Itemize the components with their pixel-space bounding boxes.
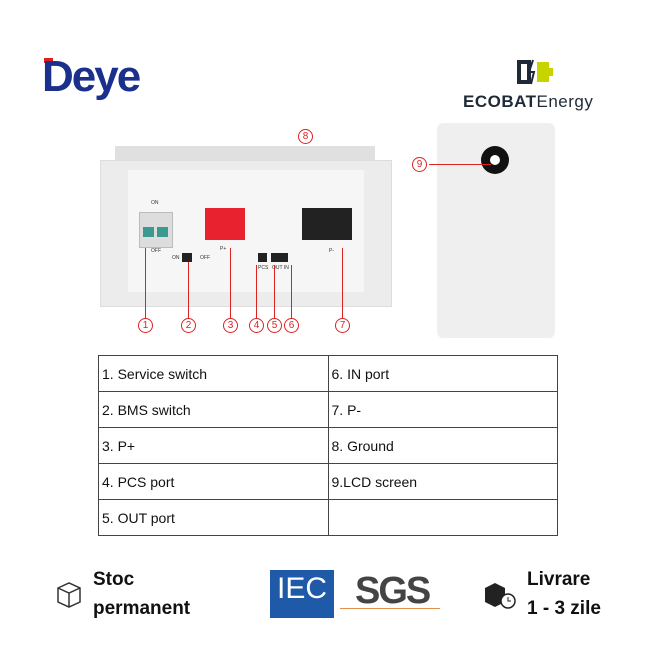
marker-line	[256, 265, 257, 318]
bms-on-label: ON	[172, 255, 180, 261]
p-minus-label: P-	[329, 248, 334, 254]
bms-switch	[182, 253, 192, 262]
table-cell: 6. IN port	[327, 355, 558, 392]
ecobat-logo: ECOBATEnergy	[463, 92, 593, 112]
pcs-port	[258, 253, 267, 262]
pcs-label: PCS	[258, 265, 269, 271]
stock-feature: Stoc permanent	[93, 565, 190, 623]
marker-line	[429, 164, 491, 165]
table-cell: 1. Service switch	[98, 355, 329, 392]
ecobat-battery-icon	[517, 59, 553, 85]
switch-off-label: OFF	[151, 248, 161, 254]
stock-line1: Stoc	[93, 569, 135, 590]
table-cell	[327, 499, 558, 536]
delivery-line2: 1 - 3 zile	[527, 598, 601, 619]
negative-terminal	[302, 208, 352, 240]
stock-line2: permanent	[93, 598, 191, 619]
table-cell: 9.LCD screen	[327, 463, 558, 500]
table-row: 3. P+8. Ground	[98, 427, 558, 464]
marker-3: 3	[223, 318, 238, 333]
table-cell: 2. BMS switch	[98, 391, 329, 428]
ecobat-logo-bold: ECOBAT	[463, 92, 537, 111]
service-switch	[139, 212, 173, 248]
box-icon	[57, 582, 81, 608]
marker-4: 4	[249, 318, 264, 333]
delivery-box-clock-icon	[485, 583, 516, 609]
bms-off-label: OFF	[200, 255, 210, 261]
marker-8: 8	[298, 129, 313, 144]
table-row: 5. OUT port	[98, 499, 558, 536]
marker-line	[230, 248, 231, 318]
delivery-line1: Livrare	[527, 569, 591, 590]
delivery-feature: Livrare 1 - 3 zile	[527, 565, 601, 623]
marker-line	[188, 262, 189, 318]
marker-line	[274, 265, 275, 318]
marker-line	[291, 265, 292, 318]
sgs-logo: SGS	[355, 570, 431, 612]
ecobat-logo-light: Energy	[536, 92, 594, 111]
marker-6: 6	[284, 318, 299, 333]
deye-logo: Deye	[42, 52, 141, 101]
device-top-bar	[115, 146, 375, 162]
positive-terminal	[205, 208, 245, 240]
table-cell: 4. PCS port	[98, 463, 329, 500]
p-plus-label: P+	[220, 246, 227, 252]
marker-line	[145, 248, 146, 318]
marker-line	[342, 248, 343, 318]
out-in-port	[271, 253, 288, 262]
table-cell: 7. P-	[327, 391, 558, 428]
marker-2: 2	[181, 318, 196, 333]
table-cell: 8. Ground	[327, 427, 558, 464]
iec-logo: IEC	[270, 570, 334, 618]
lcd-center	[490, 155, 500, 165]
marker-1: 1	[138, 318, 153, 333]
table-cell: 5. OUT port	[98, 499, 329, 536]
deye-logo-accent	[44, 58, 53, 63]
marker-5: 5	[267, 318, 282, 333]
marker-9: 9	[412, 157, 427, 172]
sgs-underline	[340, 608, 440, 609]
marker-7: 7	[335, 318, 350, 333]
out-in-label: OUT IN	[272, 265, 289, 271]
table-cell: 3. P+	[98, 427, 329, 464]
switch-on-label: ON	[151, 200, 159, 206]
